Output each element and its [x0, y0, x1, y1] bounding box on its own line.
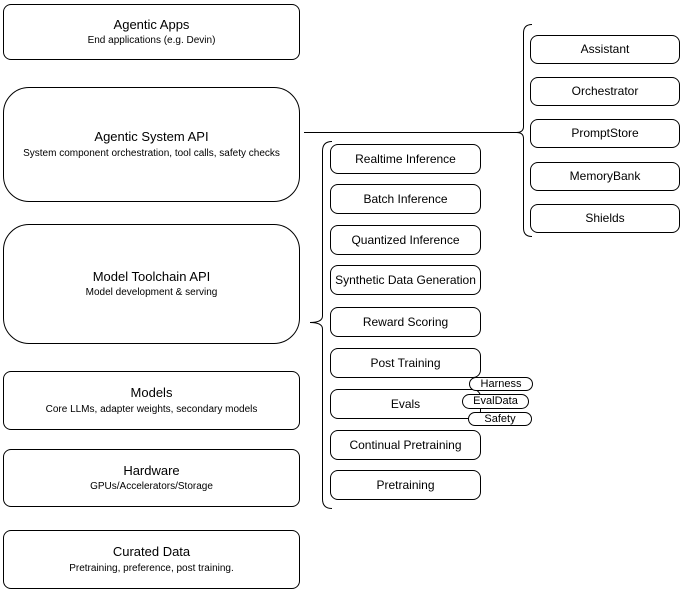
box-subtitle: Model development & serving: [85, 287, 218, 299]
box-label: Orchestrator: [571, 84, 639, 99]
box-label: Assistant: [580, 42, 630, 57]
box-label: Continual Pretraining: [349, 437, 462, 452]
toolchain-item-continual-pretraining: Continual Pretraining: [330, 430, 481, 460]
component-assistant: Assistant: [530, 35, 680, 64]
component-shields: Shields: [530, 204, 680, 233]
eval-tag-safety: Safety: [468, 412, 532, 426]
box-subtitle: Pretraining, preference, post training.: [69, 562, 234, 574]
box-label: Synthetic Data Generation: [335, 272, 476, 287]
component-orchestrator: Orchestrator: [530, 77, 680, 106]
box-label: PromptStore: [571, 126, 639, 141]
pill-label: Safety: [484, 412, 516, 425]
box-title: Hardware: [123, 462, 180, 478]
box-subtitle: Core LLMs, adapter weights, secondary mo…: [45, 403, 258, 415]
component-memorybank: MemoryBank: [530, 162, 680, 191]
box-subtitle: GPUs/Accelerators/Storage: [90, 481, 213, 493]
box-label: MemoryBank: [569, 169, 641, 184]
box-label: Evals: [390, 396, 421, 411]
toolchain-item-evals: Evals: [330, 389, 481, 419]
curated-data-box: Curated Data Pretraining, preference, po…: [3, 530, 300, 589]
hardware-box: Hardware GPUs/Accelerators/Storage: [3, 449, 300, 507]
toolchain-item-realtime-inference: Realtime Inference: [330, 144, 481, 174]
box-label: Reward Scoring: [362, 314, 449, 329]
toolchain-item-batch-inference: Batch Inference: [330, 184, 481, 214]
toolchain-item-synthetic-data-generation: Synthetic Data Generation: [330, 265, 481, 295]
toolchain-brace: [309, 141, 333, 509]
box-label: Batch Inference: [363, 191, 448, 206]
component-promptstore: PromptStore: [530, 119, 680, 148]
box-label: Shields: [585, 211, 625, 226]
box-title: Curated Data: [112, 544, 191, 560]
models-box: Models Core LLMs, adapter weights, secon…: [3, 371, 300, 430]
box-subtitle: End applications (e.g. Devin): [87, 35, 216, 47]
toolchain-item-pretraining: Pretraining: [330, 470, 481, 500]
agentic-apps-box: Agentic Apps End applications (e.g. Devi…: [3, 4, 300, 60]
box-label: Quantized Inference: [351, 232, 460, 247]
model-toolchain-api-box: Model Toolchain API Model development & …: [3, 224, 300, 344]
box-label: Post Training: [370, 355, 441, 370]
box-subtitle: System component orchestration, tool cal…: [23, 147, 280, 159]
box-title: Agentic System API: [94, 129, 209, 145]
box-title: Models: [130, 385, 173, 401]
pill-label: EvalData: [473, 395, 518, 407]
toolchain-item-quantized-inference: Quantized Inference: [330, 225, 481, 255]
pill-label: Harness: [480, 377, 522, 390]
eval-tag-harness: Harness: [469, 377, 533, 391]
agentic-system-api-box: Agentic System API System component orch…: [3, 87, 300, 202]
box-label: Realtime Inference: [355, 151, 456, 166]
box-title: Agentic Apps: [113, 16, 190, 32]
box-label: Pretraining: [376, 477, 435, 492]
eval-tag-evaldata: EvalData: [462, 394, 529, 409]
box-title: Model Toolchain API: [92, 268, 211, 284]
toolchain-item-post-training: Post Training: [330, 348, 481, 378]
toolchain-item-reward-scoring: Reward Scoring: [330, 307, 481, 337]
